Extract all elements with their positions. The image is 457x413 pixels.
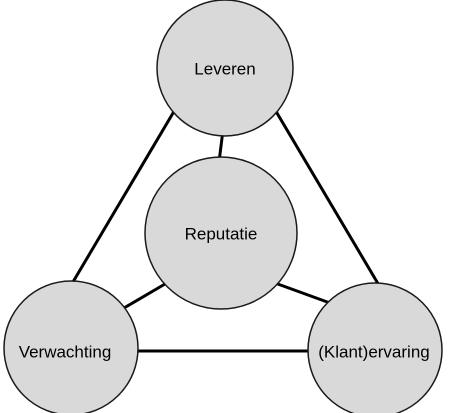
node-leveren: Leveren xyxy=(156,0,294,137)
node-verwachting-circle xyxy=(3,280,139,413)
node-verwachting-label: Verwachting xyxy=(19,343,112,362)
node-verwachting: Verwachting xyxy=(3,280,139,413)
edge-leveren-verwachting xyxy=(68,107,178,288)
node-klantervaring: (Klant)ervaring xyxy=(307,282,443,413)
edge-reputatie-klantervaring xyxy=(274,281,331,305)
node-klantervaring-circle xyxy=(307,282,443,413)
node-reputatie-circle xyxy=(144,156,298,310)
edge-reputatie-verwachting xyxy=(123,282,166,310)
node-leveren-label: Leveren xyxy=(194,60,255,79)
node-reputatie: Reputatie xyxy=(144,156,298,310)
node-klantervaring-label: (Klant)ervaring xyxy=(318,343,430,362)
edge-leveren-klantervaring xyxy=(272,107,382,288)
node-leveren-circle xyxy=(156,0,294,137)
node-reputatie-label: Reputatie xyxy=(185,225,258,244)
